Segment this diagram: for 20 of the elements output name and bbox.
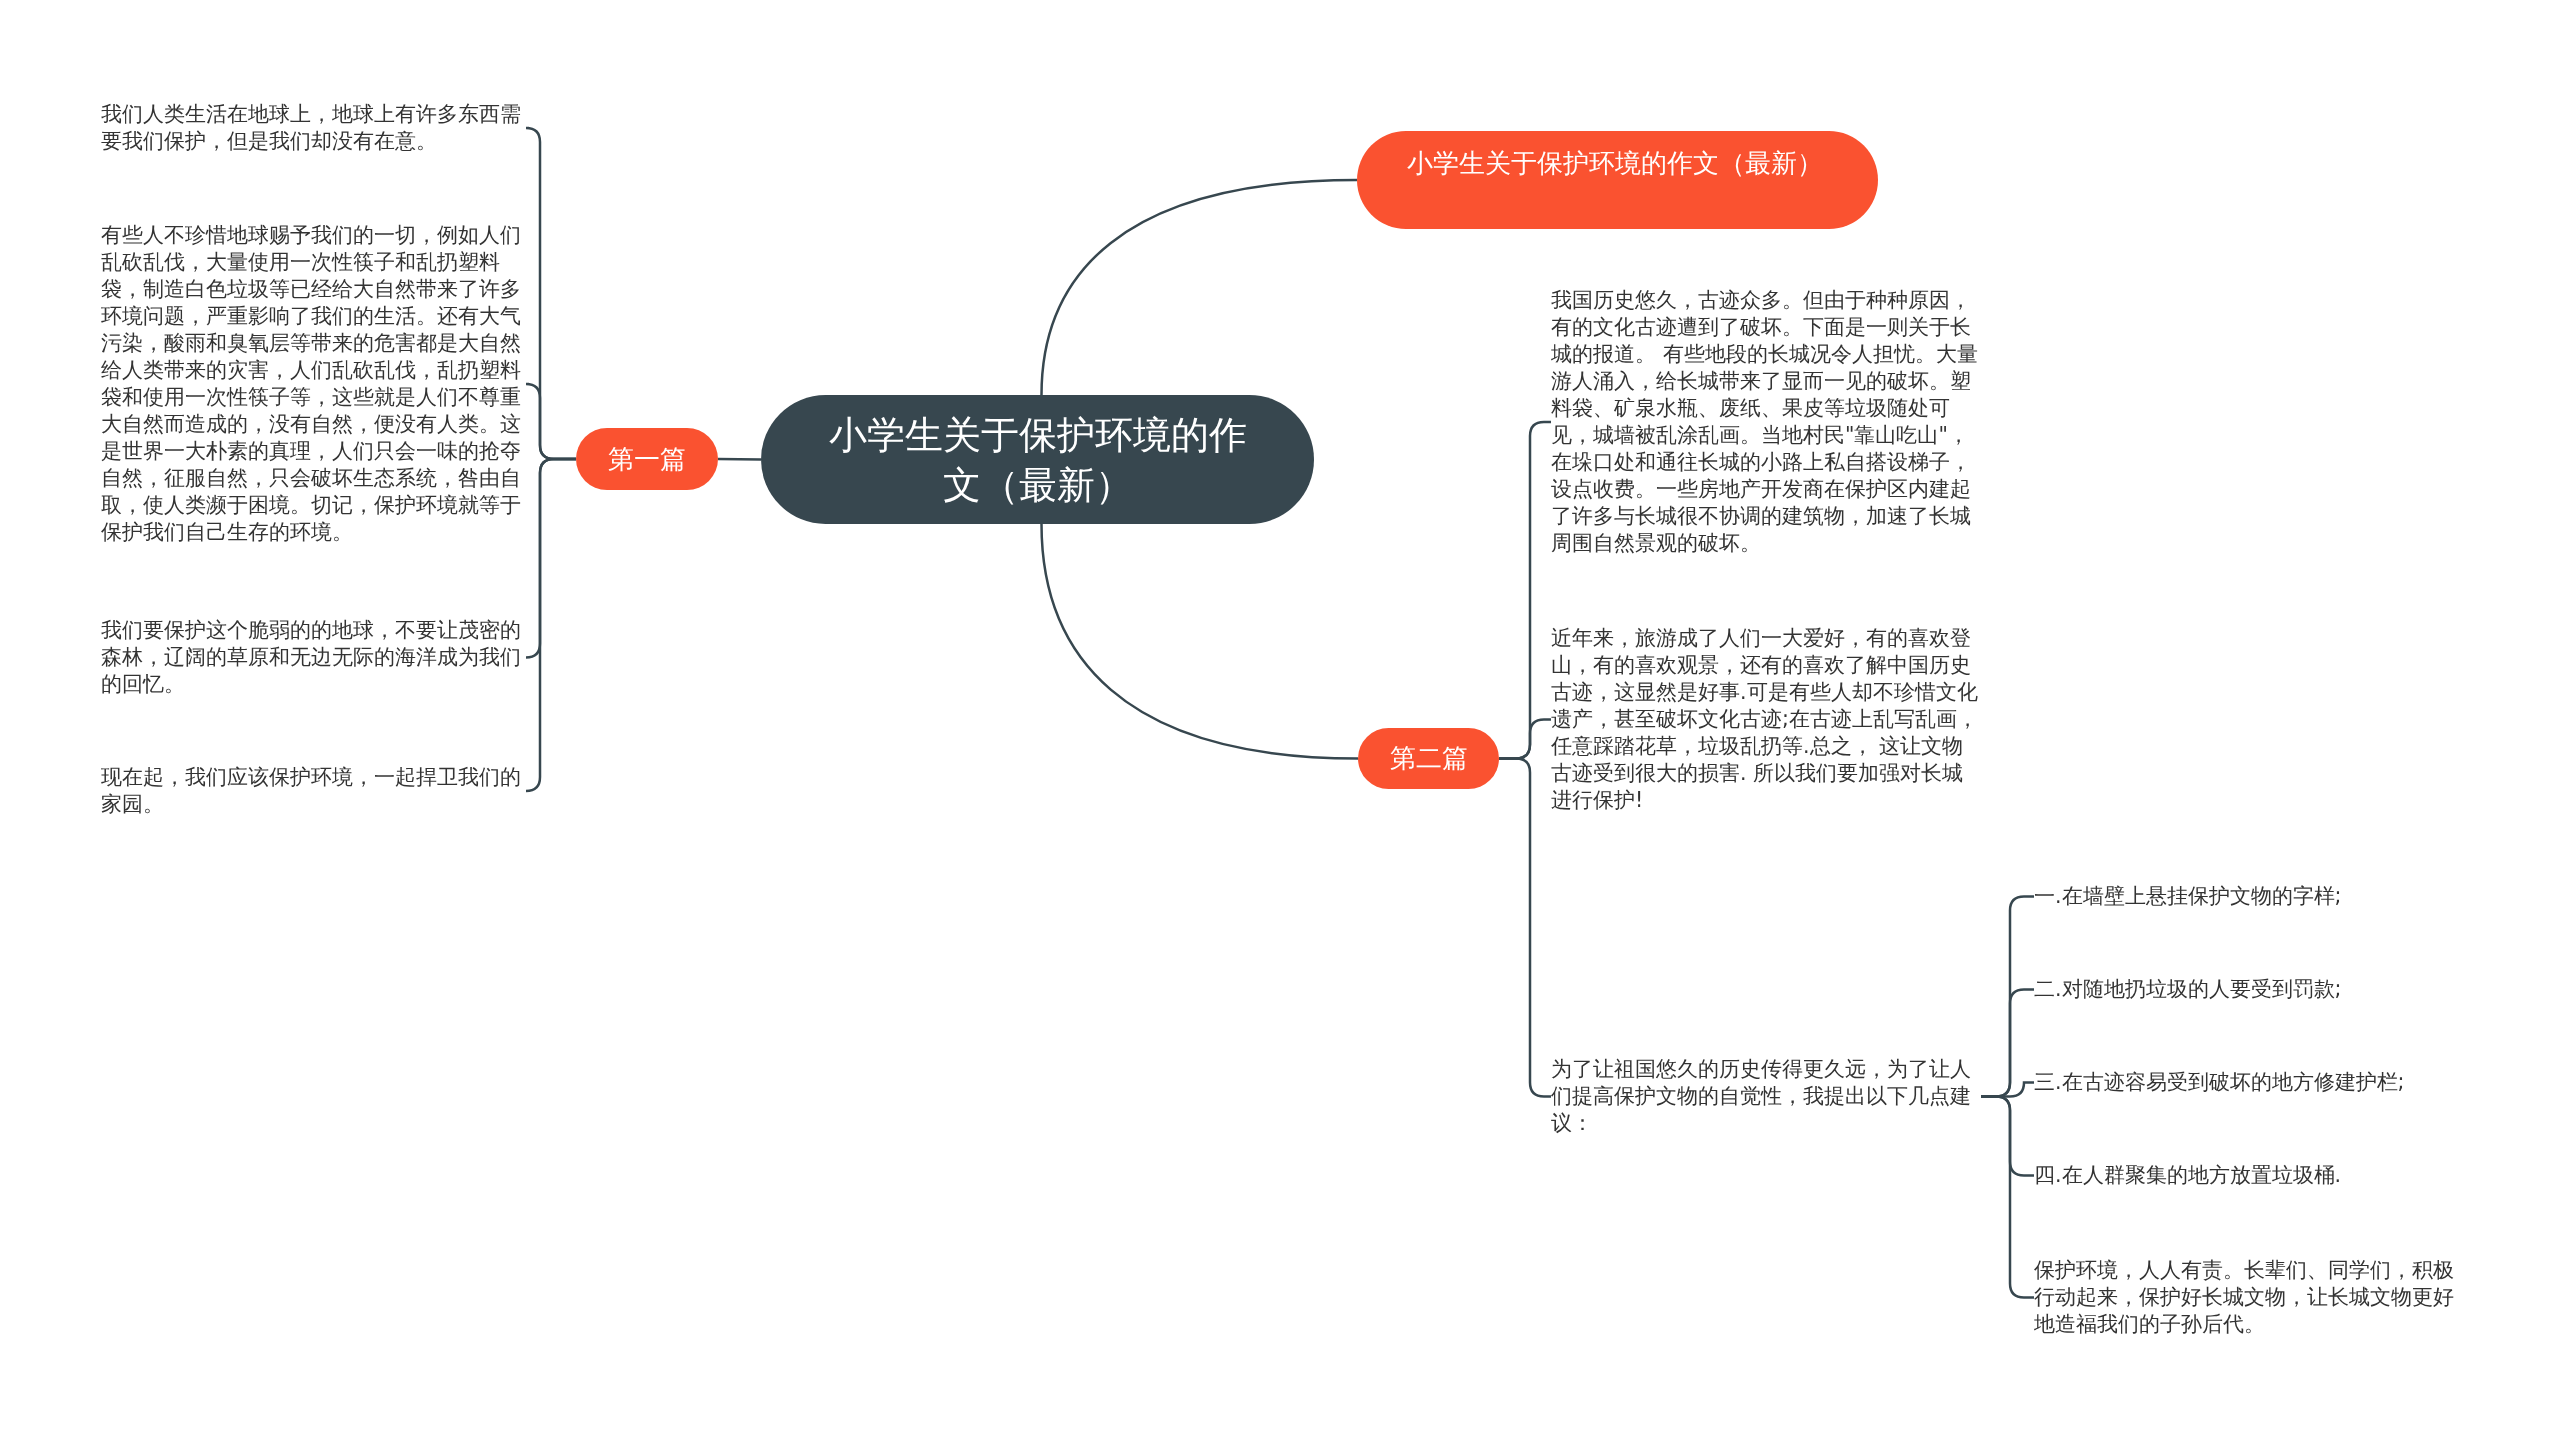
list-item-text: 二.对随地扔垃圾的人要受到罚款; bbox=[2034, 976, 2474, 1003]
list-item-text: 三.在古迹容易受到破坏的地方修建护栏; bbox=[2034, 1069, 2474, 1096]
list-item-text: 一.在墙壁上悬挂保护文物的字样; bbox=[2034, 883, 2474, 910]
paragraph-text: 现在起，我们应该保护环境，一起捍卫我们的家园。 bbox=[101, 764, 529, 818]
central-topic: 小学生关于保护环境的作文（最新） bbox=[761, 395, 1314, 524]
paragraph-text: 有些人不珍惜地球赐予我们的一切，例如人们乱砍乱伐，大量使用一次性筷子和乱扔塑料袋，制造白色垃圾等已经给大自然带来了许多环境问题，严重影响了我们的生活。还有大气污染，酸雨和臭氧层等带来的危害都是大自然给人类带来的灾害，人们乱砍乱伐，乱扔塑料袋和使用一次性筷子等，这些就是人们不尊重大自然而造成的，没有自然，便没有人类。这是世界一大朴素的真理，人们只会一味的抢夺自然，征服自然，只会破坏生态系统，咎由自取，使人类濒于困境。切记，保护环境就等于保护我们自己生存的环境。 bbox=[101, 222, 529, 546]
connector-line bbox=[1040, 178, 1358, 396]
paragraph-text: 为了让祖国悠久的历史传得更久远，为了让人们提高保护文物的自觉性，我提出以下几点建议： bbox=[1551, 1056, 1981, 1137]
connector-line bbox=[524, 457, 576, 793]
paragraph-text: 我们要保护这个脆弱的的地球，不要让茂密的森林，辽阔的草原和无边无际的海洋成为我们的回忆。 bbox=[101, 617, 529, 698]
topic-box: 小学生关于保护环境的作文（最新） bbox=[1357, 131, 1878, 229]
paragraph-text: 我们人类生活在地球上，地球上有许多东西需要我们保护，但是我们却没有在意。 bbox=[101, 101, 529, 155]
paragraph-text: 保护环境，人人有责。长辈们、同学们，积极行动起来，保护好长城文物，让长城文物更好地造福我们的子孙后代。 bbox=[2034, 1257, 2474, 1338]
branch-box: 第一篇 bbox=[576, 428, 718, 490]
paragraph-text: 近年来，旅游成了人们一大爱好，有的喜欢登山，有的喜欢观景，还有的喜欢了解中国历史古迹，这显然是好事.可是有些人却不珍惜文化遗产，甚至破坏文化古迹;在古迹上乱写乱画，任意踩踏花草，垃圾乱扔等.总之， 这让文物古迹受到很大的损害. 所以我们要加强对长城进行保护! bbox=[1551, 625, 1981, 814]
list-item-text: 四.在人群聚集的地方放置垃圾桶. bbox=[2034, 1162, 2474, 1189]
connector-line bbox=[1040, 523, 1359, 760]
paragraph-text: 我国历史悠久，古迹众多。但由于种种原因，有的文化古迹遭到了破坏。下面是一则关于长城的报道。 有些地段的长城况令人担忧。大量游人涌入，给长城带来了显而一见的破坏。塑料袋、矿泉水瓶、废纸、果皮等垃圾随处可见，城墙被乱涂乱画。当地村民"靠山吃山"，在垛口处和通往长城的小路上私自搭设梯子，设点收费。一些房地产开发商在保护区内建起了许多与长城很不协调的建筑物，加速了长城周围自然景观的破坏。 bbox=[1551, 287, 1981, 557]
connector-line bbox=[718, 457, 761, 461]
branch-box: 第二篇 bbox=[1358, 728, 1499, 789]
